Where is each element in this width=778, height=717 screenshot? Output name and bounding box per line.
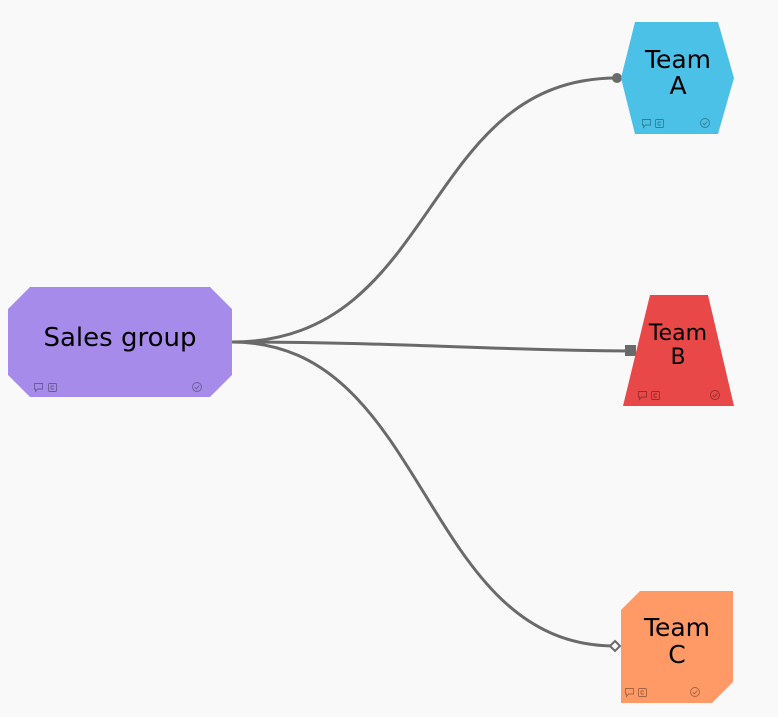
tag-icon [655,119,664,128]
node-team-b-label-line-2: B [670,345,685,370]
edge-end-circle-marker [612,73,622,83]
node-team-c[interactable]: Team C [621,591,733,703]
comment-icon [638,391,647,401]
tag-icon [48,383,57,392]
node-team-b[interactable]: Team B [623,295,734,406]
tag-icon [651,391,660,400]
edge-sales-to-team-b[interactable] [231,340,631,353]
node-team-a[interactable]: Team A [621,22,734,134]
edges [231,73,636,653]
node-team-b-label-line-1: Team [648,321,707,346]
comment-icon [34,383,43,393]
edge-sales-to-team-a[interactable] [231,76,618,344]
node-team-c-label-line-1: Team [643,613,710,642]
node-sales-group-shape [8,287,232,397]
check-icon [690,687,700,697]
tag-icon [638,688,647,697]
check-icon [192,382,202,392]
comment-icon [642,119,651,129]
node-team-a-label-line-2: A [669,71,686,100]
node-team-c-shape [621,591,733,703]
node-sales-group[interactable]: Sales group [8,287,232,397]
check-icon [700,118,710,128]
node-sales-group-label: Sales group [44,323,197,353]
edge-end-square-marker [625,345,636,356]
node-team-b-shape [623,295,734,406]
node-team-c-label-line-2: C [668,640,685,669]
edge-end-diamond-marker [608,639,622,653]
comment-icon [625,688,634,698]
node-team-a-shape [621,22,734,134]
node-team-a-label-line-1: Team [644,45,711,74]
edge-sales-to-team-c[interactable] [231,340,616,648]
check-icon [710,390,720,400]
